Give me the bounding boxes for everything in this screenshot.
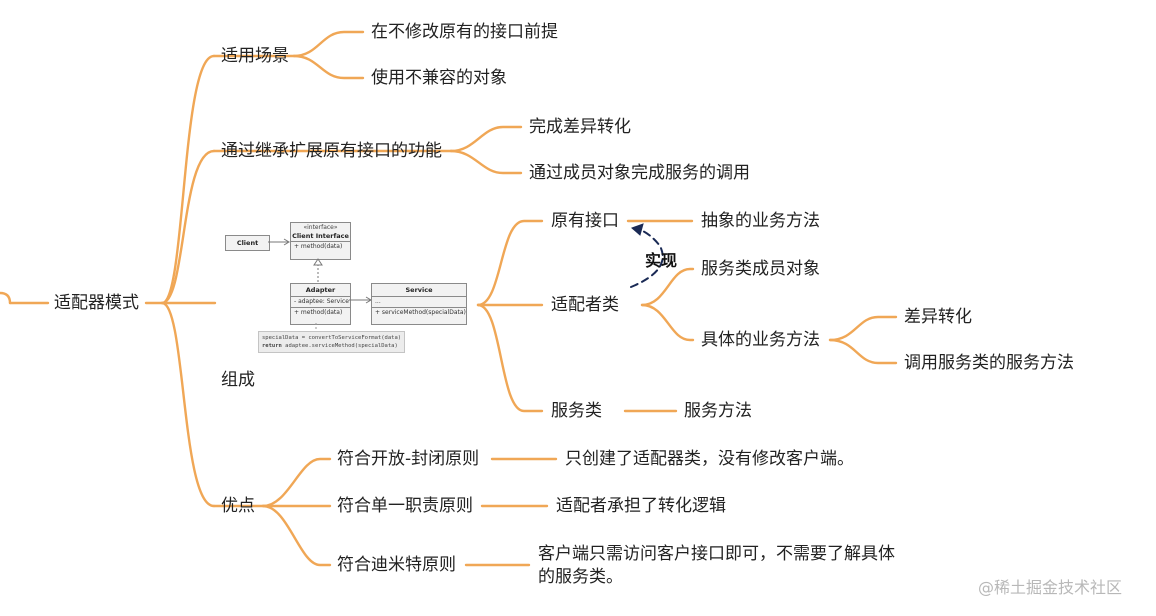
uml-interface-title: Client Interface [292, 232, 349, 240]
node-call-service[interactable]: 调用服务类的服务方法 [904, 353, 1074, 373]
uml-note: specialData = convertToServiceFormat(dat… [258, 331, 406, 353]
node-pros-srp-desc[interactable]: 适配者承担了转化逻辑 [556, 496, 726, 516]
uml-realization-arrow [313, 258, 323, 284]
uml-note-keyword: return [262, 343, 282, 349]
root-node[interactable]: 适配器模式 [54, 293, 139, 313]
connector-scenarios [160, 54, 216, 305]
connector-inh-2 [449, 149, 523, 175]
connector-adapter-1 [640, 267, 695, 307]
uml-client-title: Client [236, 239, 259, 247]
node-pros-ocp[interactable]: 符合开放-封闭原则 [337, 449, 480, 469]
connector-inh-1 [449, 125, 523, 153]
node-concrete-method[interactable]: 具体的业务方法 [701, 330, 820, 350]
uml-interface-stereotype: «interface» [303, 224, 338, 231]
node-scenario-item[interactable]: 使用不兼容的对象 [371, 68, 507, 88]
node-composition[interactable]: 组成 [221, 370, 255, 390]
node-inherit[interactable]: 通过继承扩展原有接口的功能 [221, 141, 442, 161]
node-pros-ocp-desc[interactable]: 只创建了适配器类，没有修改客户端。 [565, 449, 854, 469]
uml-client-box: Client [225, 235, 270, 251]
uml-service-field: ... [372, 296, 466, 307]
watermark: @稀土掘金技术社区 [978, 578, 1123, 597]
node-service-member[interactable]: 服务类成员对象 [701, 259, 820, 279]
implements-arrowhead [631, 223, 644, 236]
uml-adapter-method: + method(data) [291, 307, 350, 318]
connector-gc-2 [828, 338, 898, 365]
uml-service-box: Service ... + serviceMethod(specialData) [371, 283, 467, 325]
implements-arrow [630, 228, 664, 288]
node-pros-lod-desc-line1[interactable]: 客户端只需访问客户接口即可，不需要了解具体 [538, 544, 895, 564]
node-scenarios[interactable]: 适用场景 [221, 46, 289, 66]
root-left-connector [0, 291, 12, 305]
node-inherit-item[interactable]: 通过成员对象完成服务的调用 [529, 163, 750, 183]
implements-label: 实现 [645, 251, 678, 270]
node-service-class[interactable]: 服务类 [551, 401, 602, 421]
uml-client-arrow [268, 238, 290, 246]
node-diff-convert[interactable]: 差异转化 [904, 307, 972, 327]
uml-adapter-box: Adapter - adaptee: Service + method(data… [290, 283, 351, 325]
node-inherit-item[interactable]: 完成差异转化 [529, 117, 631, 137]
node-pros-srp[interactable]: 符合单一职责原则 [337, 496, 473, 516]
connector-pros-3 [261, 504, 332, 567]
uml-association-arrow [349, 296, 372, 304]
connector-inherit [160, 149, 216, 305]
connector-scen-1 [292, 30, 365, 58]
uml-service-title: Service [405, 286, 433, 294]
node-original-interface[interactable]: 原有接口 [551, 211, 619, 231]
uml-note-line-1: specialData = convertToServiceFormat(dat… [262, 335, 402, 341]
uml-note-expression: adaptee.serviceMethod(specialData) [281, 343, 398, 349]
uml-interface-method: + method(data) [291, 241, 350, 252]
node-abstract-method[interactable]: 抽象的业务方法 [701, 211, 820, 231]
node-pros-lod-desc-line2[interactable]: 的服务类。 [538, 567, 623, 587]
uml-adapter-title: Adapter [305, 286, 336, 294]
connector-service [476, 303, 544, 413]
connector-pros [160, 301, 216, 508]
connector-original [476, 219, 544, 307]
node-scenario-item[interactable]: 在不修改原有的接口前提 [371, 22, 558, 42]
connector-scen-2 [292, 54, 365, 80]
node-pros[interactable]: 优点 [221, 496, 255, 516]
node-adapter-class[interactable]: 适配者类 [551, 295, 619, 315]
connector-pros-1 [261, 457, 332, 508]
connector-adapter-2 [640, 303, 695, 342]
connector-gc-1 [828, 315, 898, 342]
uml-service-method: + serviceMethod(specialData) [372, 307, 466, 318]
uml-interface-box: «interface» Client Interface + method(da… [290, 222, 351, 260]
uml-adapter-field: - adaptee: Service [291, 296, 350, 307]
node-pros-lod[interactable]: 符合迪米特原则 [337, 555, 456, 575]
uml-note-line-2: return adaptee.serviceMethod(specialData… [262, 342, 401, 350]
node-service-method[interactable]: 服务方法 [684, 401, 752, 421]
